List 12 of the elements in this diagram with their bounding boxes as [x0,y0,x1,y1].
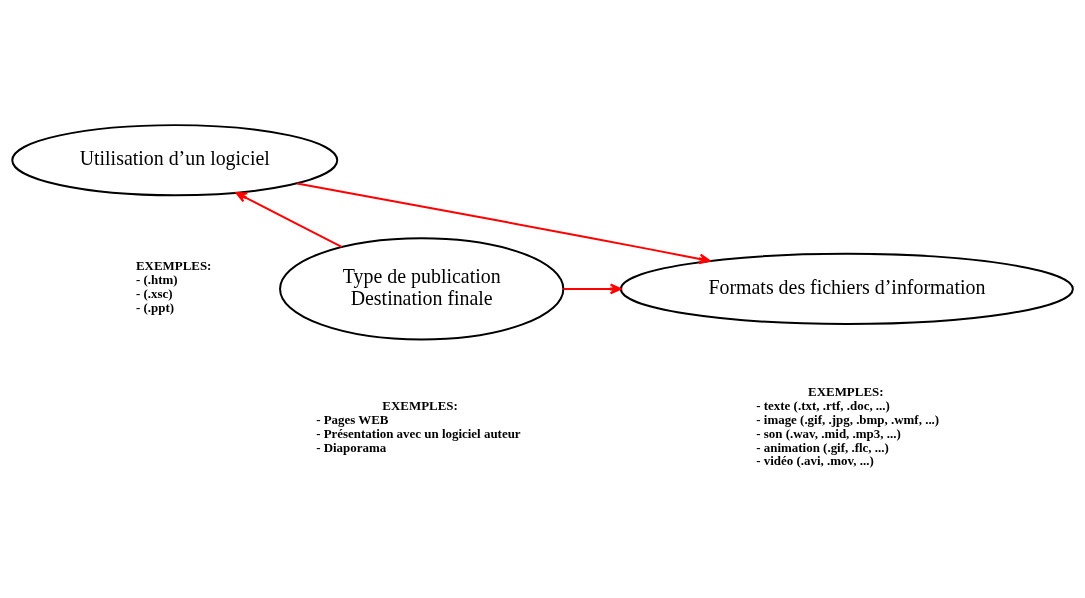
node-label: - (.htm) [135,271,178,287]
node-label: - Diaporama [316,439,387,455]
node-label: - Pages WEB [316,411,389,427]
node-label: EXEMPLES: [382,397,458,413]
node-label: - texte (.txt, .rtf, .doc, ...) [756,397,890,413]
arrow [296,181,711,264]
node-ellipse: Type de publication Destination finale [279,236,565,340]
node-label: EXEMPLES: [135,257,212,273]
arrow [235,191,343,248]
arrow [562,282,622,294]
node-label: EXEMPLES: [808,383,884,399]
node-ellipse: Utilisation d’un logiciel [11,123,339,196]
